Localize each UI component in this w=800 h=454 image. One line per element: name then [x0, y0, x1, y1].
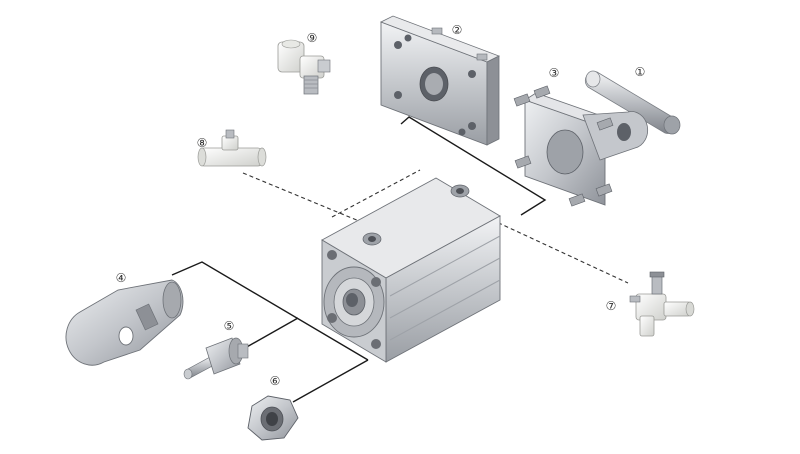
callout-labels: ① ② ③ ④ ⑤ ⑥ ⑦ ⑧ ⑨ — [116, 23, 646, 388]
callout-9: ⑨ — [307, 31, 318, 45]
part-8-tee-fitting — [197, 129, 267, 167]
part-9-elbow-fitting — [277, 39, 331, 95]
part-1-clevis-pin — [584, 70, 681, 135]
dashed-line-cylinder-top — [331, 169, 421, 218]
cylinder-body — [321, 177, 501, 363]
callout-1: ① — [635, 65, 646, 79]
callout-4: ④ — [116, 271, 127, 285]
callout-2: ② — [452, 23, 463, 37]
part-3-clevis-bracket — [513, 85, 649, 207]
part-7-speed-controller — [629, 271, 695, 337]
part-6-hex-nut — [247, 395, 299, 441]
solid-line-rod-eye — [171, 261, 369, 361]
callout-6: ⑥ — [270, 374, 281, 388]
part-4-rod-eye — [65, 279, 184, 366]
callout-5: ⑤ — [224, 319, 235, 333]
part-2-flange-plate — [380, 15, 500, 146]
part-5-rod-end — [183, 337, 249, 380]
solid-line-rod-end — [244, 317, 299, 349]
callout-7: ⑦ — [606, 299, 617, 313]
solid-line-nut — [292, 359, 369, 403]
callout-8: ⑧ — [197, 136, 208, 150]
callout-3: ③ — [549, 66, 560, 80]
solid-line-flange-bracket — [400, 116, 547, 216]
